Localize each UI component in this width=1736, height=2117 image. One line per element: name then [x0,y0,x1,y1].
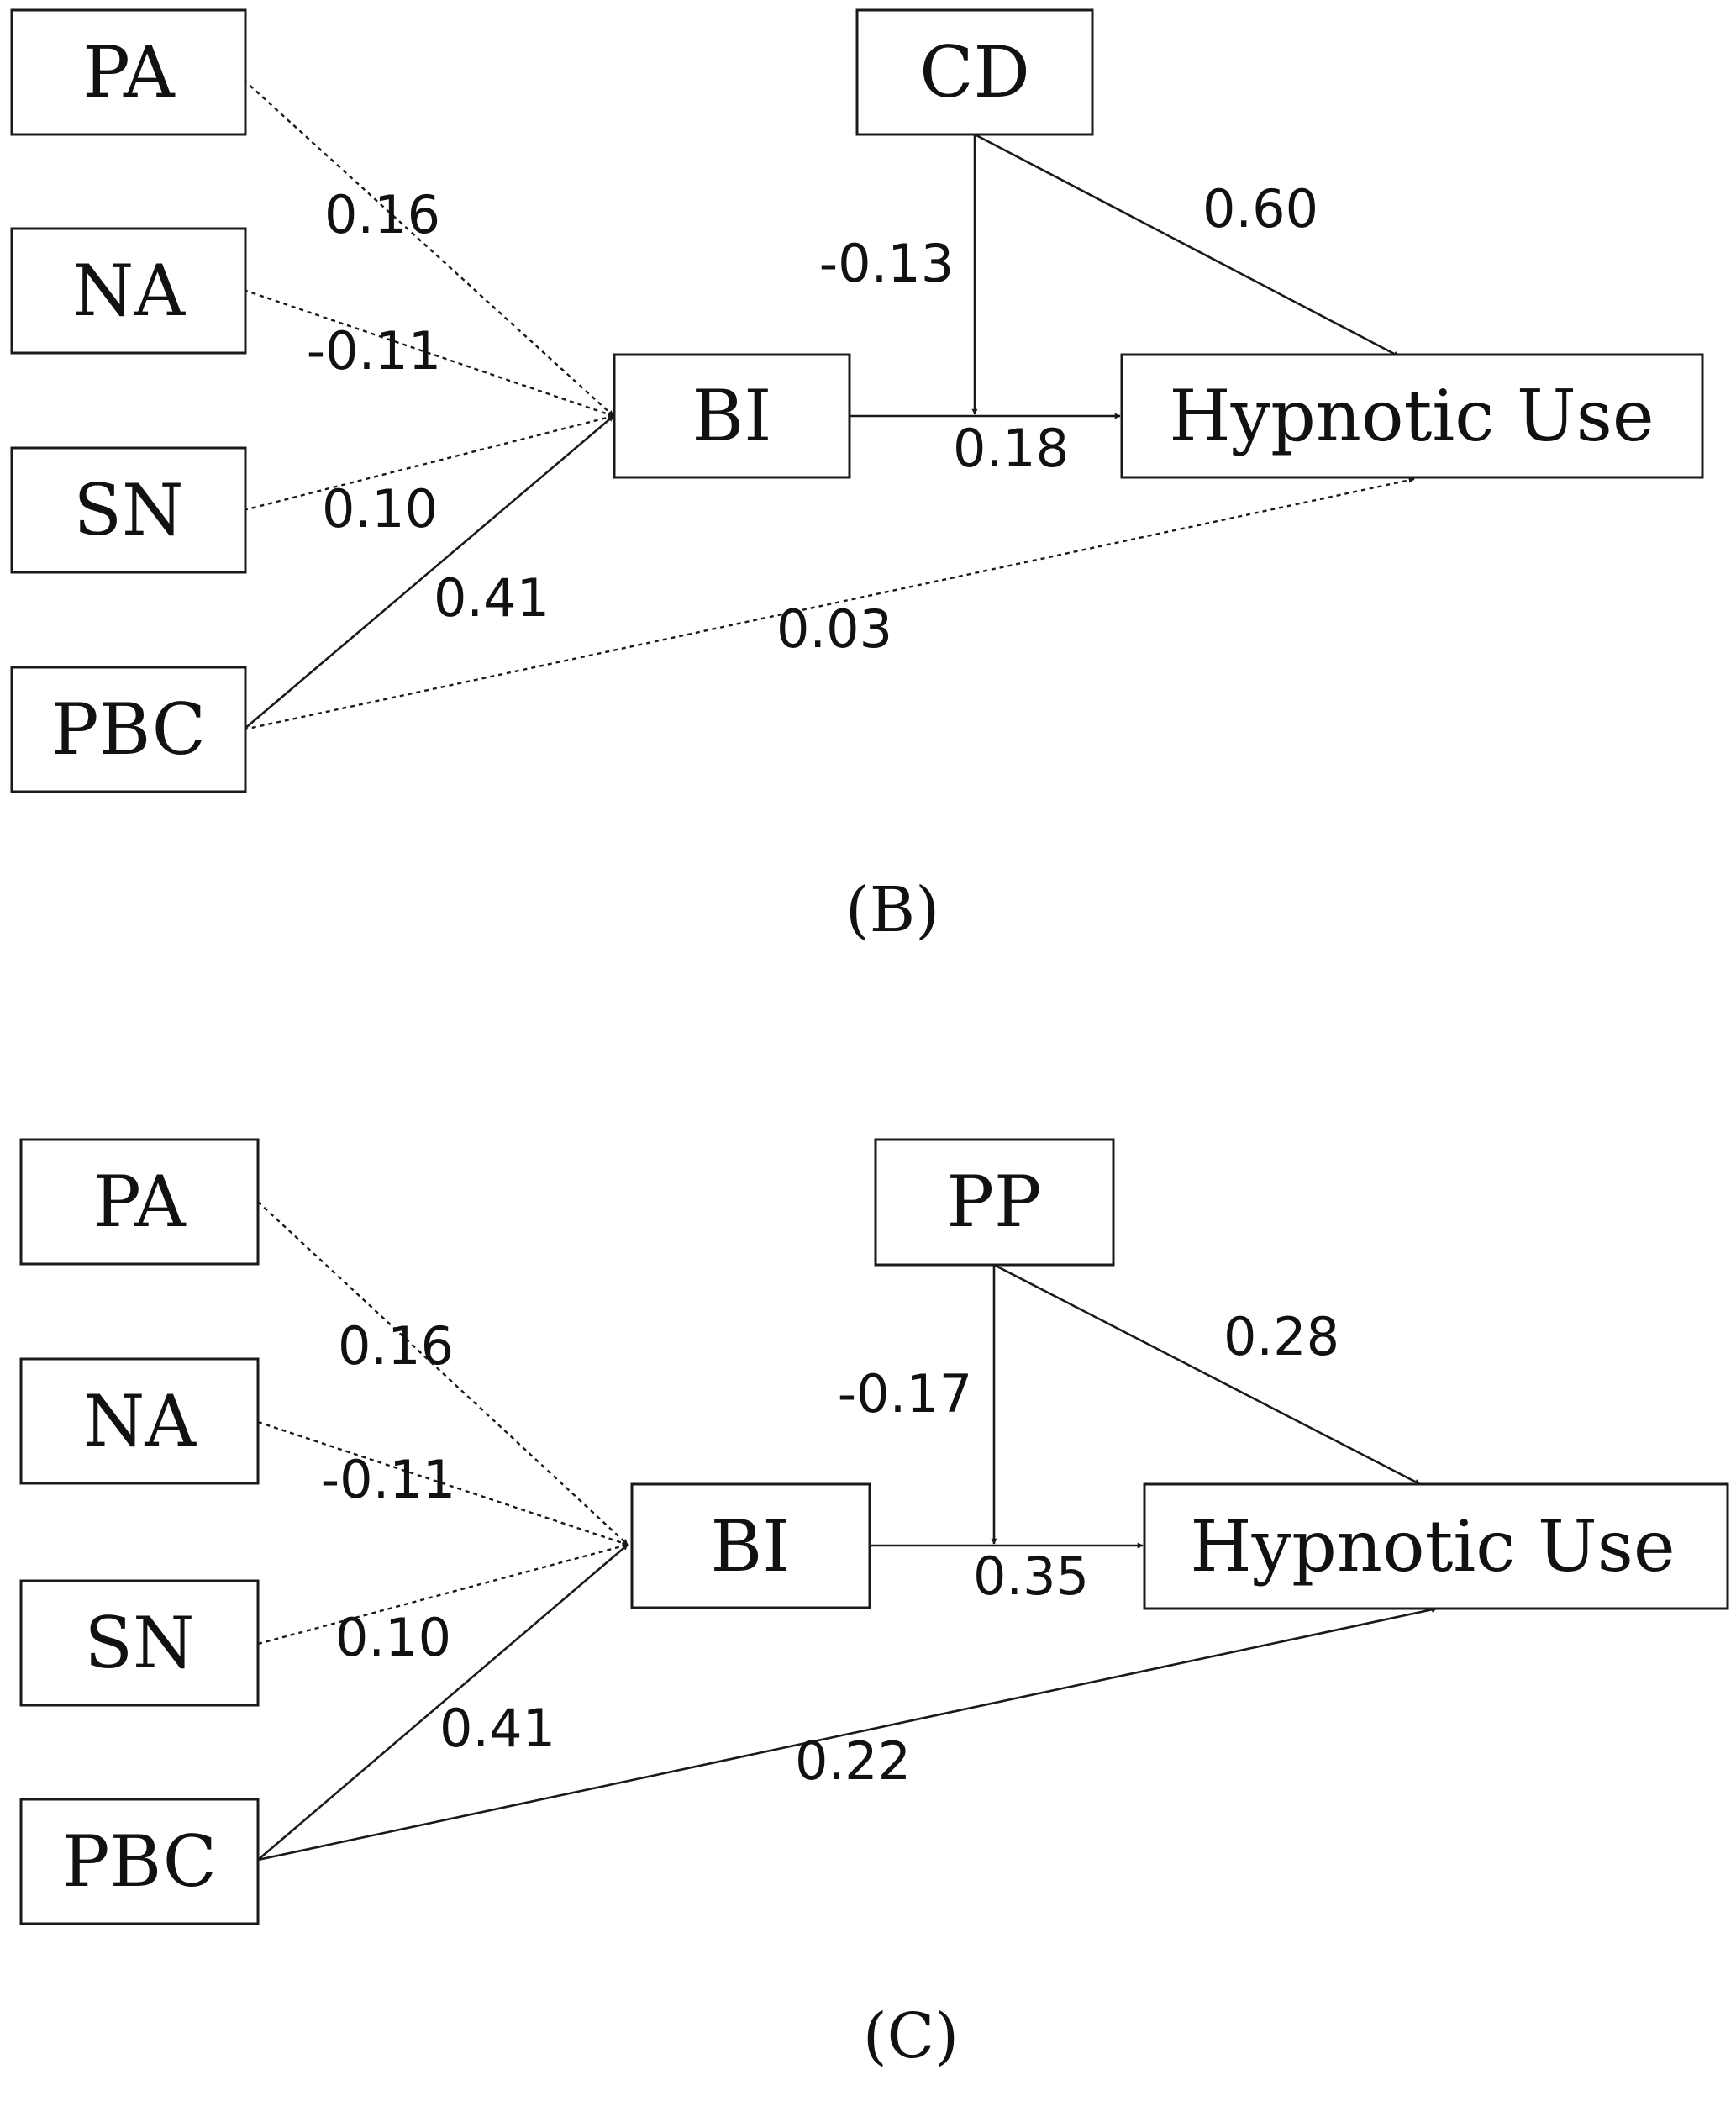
node-label: PP [946,1161,1041,1243]
coef-pa-bi: 0.16 [338,1315,454,1377]
node-label: SN [73,469,183,551]
node-label: PBC [62,1820,217,1903]
coef-na-bi: -0.11 [321,1449,455,1510]
panel-b: PA NA SN PBC BI CD Hypnotic Use 0.16 -0.… [10,8,1704,946]
coef-pbc-outcome: 0.03 [776,598,892,660]
path-pbc-to-bi [257,1544,629,1861]
node-moderator: PP [874,1138,1115,1267]
node-na: NA [19,1357,260,1485]
coef-moderator-bi-path: -0.17 [838,1363,972,1424]
node-label: PBC [51,688,206,771]
node-bi: BI [613,353,851,479]
coef-pa-bi: 0.16 [324,184,440,245]
node-pa: PA [19,1138,260,1266]
node-pbc: PBC [19,1798,260,1925]
coef-pbc-outcome: 0.22 [795,1730,911,1792]
coef-sn-bi: 0.10 [335,1607,451,1668]
path-moderator-to-outcome [974,133,1400,358]
path-moderator-to-outcome [993,1263,1421,1486]
path-na-to-bi [257,1420,629,1546]
coef-bi-outcome: 0.18 [953,418,1069,479]
node-label: BI [692,375,772,457]
node-sn: SN [10,446,247,574]
node-outcome: Hypnotic Use [1143,1482,1729,1610]
node-na: NA [10,227,247,355]
node-label: Hypnotic Use [1190,1505,1675,1588]
coef-moderator-outcome: 0.28 [1223,1306,1339,1367]
panel-c: PA NA SN PBC BI PP Hypnotic Use 0.16 -0.… [19,1138,1729,2072]
node-pbc: PBC [10,666,247,793]
coef-moderator-outcome: 0.60 [1202,178,1318,240]
node-pa: PA [10,8,247,136]
node-label: PA [82,31,176,113]
node-label: NA [83,1380,197,1462]
path-pbc-to-bi [243,415,614,730]
node-label: NA [72,250,187,332]
node-label: BI [711,1505,791,1588]
node-bi: BI [630,1482,871,1609]
coef-sn-bi: 0.10 [322,478,438,540]
node-label: SN [84,1602,194,1684]
path-pbc-to-outcome [243,477,1415,731]
path-pa-to-bi [257,1201,629,1546]
path-pbc-to-outcome [257,1606,1438,1862]
coef-na-bi: -0.11 [307,320,441,382]
node-moderator: CD [855,8,1094,136]
node-label: PA [93,1161,187,1243]
node-label: Hypnotic Use [1169,375,1654,457]
coef-pbc-bi: 0.41 [434,567,550,629]
panel-caption: (C) [863,2000,959,2072]
node-outcome: Hypnotic Use [1120,353,1704,479]
coef-moderator-bi-path: -0.13 [819,233,954,294]
coef-bi-outcome: 0.35 [973,1546,1089,1607]
coef-pbc-bi: 0.41 [439,1698,555,1759]
path-na-to-bi [243,288,614,418]
node-sn: SN [19,1579,260,1707]
node-label: CD [919,31,1030,113]
panel-caption: (B) [845,874,939,946]
